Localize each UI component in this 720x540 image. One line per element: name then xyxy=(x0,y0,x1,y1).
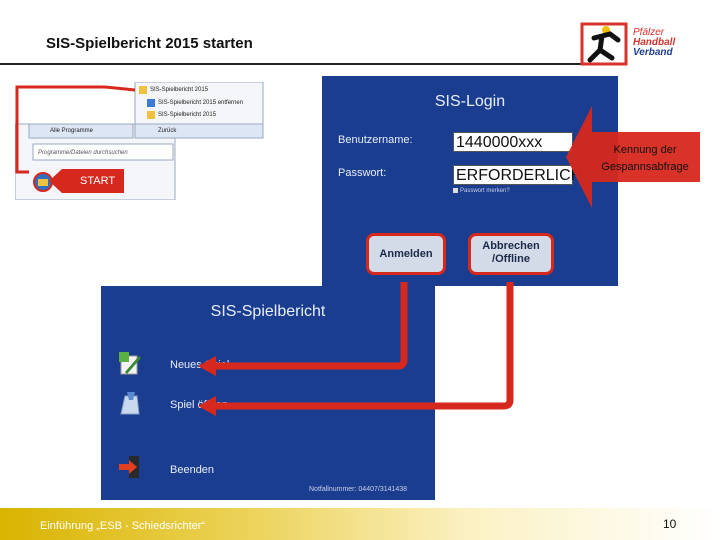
menu-back[interactable]: Zurück xyxy=(158,128,177,134)
sis-login-window: SIS-Login Benutzername: 1440000xxx Passw… xyxy=(322,76,618,286)
slide-title: SIS-Spielbericht 2015 starten xyxy=(46,35,253,52)
menu-item-sis-remove[interactable]: SIS-Spielbericht 2015 entfernen xyxy=(158,100,244,106)
callout-line1: Kennung der xyxy=(613,144,677,156)
handball-verband-logo xyxy=(580,22,628,66)
callout-text: Kennung der Gespannsabfrage xyxy=(588,142,702,176)
spielbericht-title: SIS-Spielbericht xyxy=(210,303,326,320)
username-label: Benutzername: xyxy=(338,134,413,146)
password-label: Passwort: xyxy=(338,167,387,179)
new-game-icon[interactable] xyxy=(117,350,143,376)
open-game-icon[interactable] xyxy=(117,390,143,416)
logo-text: Pfälzer Handball Verband xyxy=(633,28,675,58)
cancel-offline-button[interactable]: Abbrechen /Offline xyxy=(468,233,554,275)
logo-line2: Handball xyxy=(633,37,676,48)
password-field[interactable]: ERFORDERLICH xyxy=(453,165,582,185)
remember-password-checkbox[interactable]: Passwort merken? xyxy=(453,188,510,194)
start-search-input[interactable]: Programme/Dateien durchsuchen xyxy=(38,150,128,156)
menu-all-programs[interactable]: Alle Programme xyxy=(50,128,94,134)
page-number: 10 xyxy=(663,517,677,531)
menu-item-sis-folder[interactable]: SIS-Spielbericht 2015 xyxy=(150,87,209,93)
checkbox-icon xyxy=(453,188,458,193)
exit-icon[interactable] xyxy=(117,454,143,480)
cancel-label-line2: /Offline xyxy=(492,253,530,265)
sis-spielbericht-window: SIS-Spielbericht Neues Spiel Spiel öffne… xyxy=(101,286,435,500)
new-game-button[interactable]: Neues Spiel xyxy=(170,359,230,371)
footer-text: Einführung „ESB - Schiedsrichter“ xyxy=(40,520,206,532)
exit-button[interactable]: Beenden xyxy=(170,464,215,476)
title-divider xyxy=(0,63,582,65)
start-callout: START xyxy=(49,169,124,193)
remember-label: Passwort merken? xyxy=(460,188,510,195)
login-title: SIS-Login xyxy=(434,93,506,110)
username-field[interactable]: 1440000xxx xyxy=(453,132,573,152)
menu-item-sis-app[interactable]: SIS-Spielbericht 2015 xyxy=(158,112,217,118)
open-game-button[interactable]: Spiel öffnen xyxy=(170,399,228,411)
footer-bar xyxy=(0,508,720,540)
emergency-number: Notfallnummer: 04407/3141438 xyxy=(309,486,408,493)
cancel-label-line1: Abbrechen xyxy=(482,240,540,252)
logo-line3: Verband xyxy=(633,47,673,58)
login-button[interactable]: Anmelden xyxy=(366,233,446,275)
logo-line1: Pfälzer xyxy=(633,27,665,38)
callout-arrow-shape xyxy=(566,106,700,208)
callout-line2: Gespannsabfrage xyxy=(601,161,689,173)
